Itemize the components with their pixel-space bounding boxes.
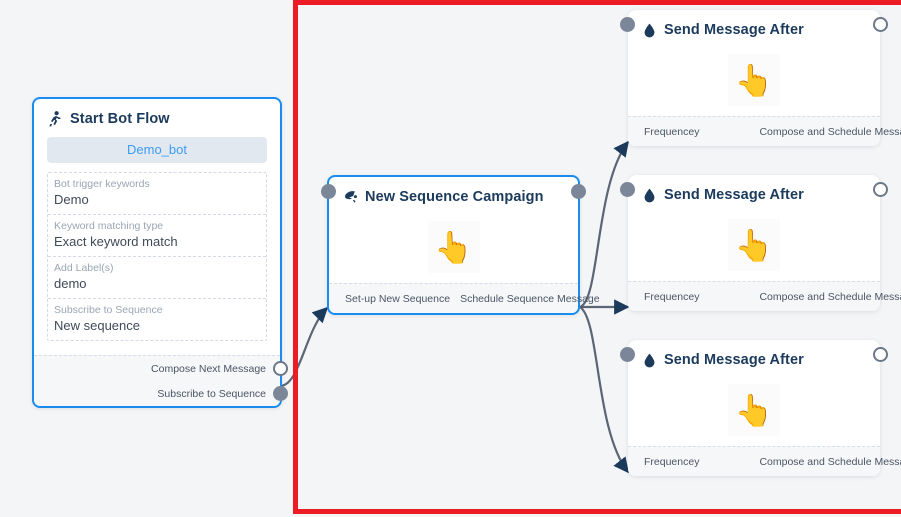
input-port-setup-new-sequence[interactable] <box>321 184 336 199</box>
hand-pointer-icon: 👆 <box>734 227 774 263</box>
cursor-preview-area: 👆 <box>628 374 880 446</box>
node-footer: Frequencey Compose and Schedule Message <box>620 347 901 476</box>
node-header: Send Message After <box>628 175 880 209</box>
cursor-box: 👆 <box>728 54 780 106</box>
field-keyword-matching-type[interactable]: Keyword matching type Exact keyword matc… <box>48 215 266 257</box>
cursor-box: 👆 <box>728 384 780 436</box>
hand-pointer-icon: 👆 <box>734 392 774 428</box>
node-footer: Set-up New Sequence Schedule Sequence Me… <box>321 184 600 313</box>
input-port-frequency[interactable] <box>620 17 635 32</box>
node-title: Send Message After <box>664 352 804 368</box>
field-bot-trigger-keywords[interactable]: Bot trigger keywords Demo <box>48 173 266 215</box>
cursor-preview-area: 👆 <box>628 209 880 281</box>
output-port-compose-and-schedule-message[interactable] <box>873 17 888 32</box>
node-title: New Sequence Campaign <box>365 189 544 205</box>
water-drop-icon <box>642 352 657 368</box>
field-value: Demo <box>54 192 89 207</box>
edge-campaign-to-card1 <box>579 140 629 309</box>
output-row-subscribe-to-sequence[interactable]: Subscribe to Sequence <box>34 381 288 406</box>
port-label: Compose Next Message <box>151 362 266 375</box>
cursor-preview-area: 👆 <box>628 44 880 116</box>
card-port-row[interactable]: Frequencey Compose and Schedule Message <box>620 347 901 476</box>
field-subscribe-to-sequence[interactable]: Subscribe to Sequence New sequence <box>48 299 266 340</box>
node-footer: Frequencey Compose and Schedule Message <box>620 182 901 311</box>
running-person-icon <box>48 111 63 127</box>
hand-pointer-icon: 👆 <box>734 62 774 98</box>
output-port-label: Compose and Schedule Message <box>759 455 901 468</box>
bot-name-chip[interactable]: Demo_bot <box>47 137 267 163</box>
node-new-sequence-campaign[interactable]: New Sequence Campaign 👆 Set-up New Seque… <box>321 175 600 315</box>
input-port-label: Set-up New Sequence <box>345 292 451 305</box>
input-port-label: Frequencey <box>644 455 700 468</box>
field-value: Exact keyword match <box>54 234 178 249</box>
port-label: Subscribe to Sequence <box>157 387 266 400</box>
node-title: Start Bot Flow <box>70 111 170 127</box>
output-port-subscribe-to-sequence[interactable] <box>273 386 288 401</box>
node-header: Send Message After <box>628 340 880 374</box>
node-footer: Compose Next Message Subscribe to Sequen… <box>34 355 288 406</box>
field-value: demo <box>54 276 87 291</box>
output-row-compose-next-message[interactable]: Compose Next Message <box>34 356 288 381</box>
output-port-label: Compose and Schedule Message <box>759 290 901 303</box>
output-port-compose-next-message[interactable] <box>273 361 288 376</box>
input-port-frequency[interactable] <box>620 347 635 362</box>
field-label: Add Label(s) <box>54 262 114 274</box>
output-port-compose-and-schedule-message[interactable] <box>873 347 888 362</box>
node-title: Send Message After <box>664 187 804 203</box>
input-port-label: Frequencey <box>644 290 700 303</box>
output-port-compose-and-schedule-message[interactable] <box>873 182 888 197</box>
node-start-bot-flow[interactable]: Start Bot Flow Demo_bot Bot trigger keyw… <box>32 97 288 408</box>
megaphone-icon <box>343 189 358 205</box>
water-drop-icon <box>642 22 657 38</box>
output-port-schedule-sequence-message[interactable] <box>571 184 586 199</box>
node-title: Send Message After <box>664 22 804 38</box>
field-label: Subscribe to Sequence <box>54 304 163 316</box>
node-header: Start Bot Flow <box>34 99 280 133</box>
field-label: Bot trigger keywords <box>54 178 150 190</box>
water-drop-icon <box>642 187 657 203</box>
field-label: Keyword matching type <box>54 220 164 232</box>
edge-startflow-to-campaign <box>279 306 329 388</box>
hand-pointer-icon: 👆 <box>434 229 473 265</box>
output-port-label: Compose and Schedule Message <box>759 125 901 138</box>
cursor-box: 👆 <box>728 219 780 271</box>
card-port-row[interactable]: Frequencey Compose and Schedule Message <box>620 17 901 146</box>
field-value: New sequence <box>54 318 140 333</box>
node-header: Send Message After <box>628 10 880 44</box>
input-port-label: Frequencey <box>644 125 700 138</box>
output-port-label: Schedule Sequence Message <box>460 292 600 305</box>
node-header: New Sequence Campaign <box>329 177 578 211</box>
node-send-message-after-1[interactable]: Send Message After 👆 Frequencey Compose … <box>620 10 901 146</box>
node-footer: Frequencey Compose and Schedule Message <box>620 17 901 146</box>
field-add-labels[interactable]: Add Label(s) demo <box>48 257 266 299</box>
campaign-port-row[interactable]: Set-up New Sequence Schedule Sequence Me… <box>321 184 600 313</box>
node-send-message-after-3[interactable]: Send Message After 👆 Frequencey Compose … <box>620 340 901 476</box>
card-port-row[interactable]: Frequencey Compose and Schedule Message <box>620 182 901 311</box>
node-send-message-after-2[interactable]: Send Message After 👆 Frequencey Compose … <box>620 175 901 311</box>
cursor-box: 👆 <box>427 221 480 273</box>
cursor-preview-area: 👆 <box>329 211 578 283</box>
field-list: Bot trigger keywords Demo Keyword matchi… <box>47 172 267 341</box>
input-port-frequency[interactable] <box>620 182 635 197</box>
spacer <box>34 347 280 355</box>
edge-campaign-to-card3 <box>579 306 629 474</box>
